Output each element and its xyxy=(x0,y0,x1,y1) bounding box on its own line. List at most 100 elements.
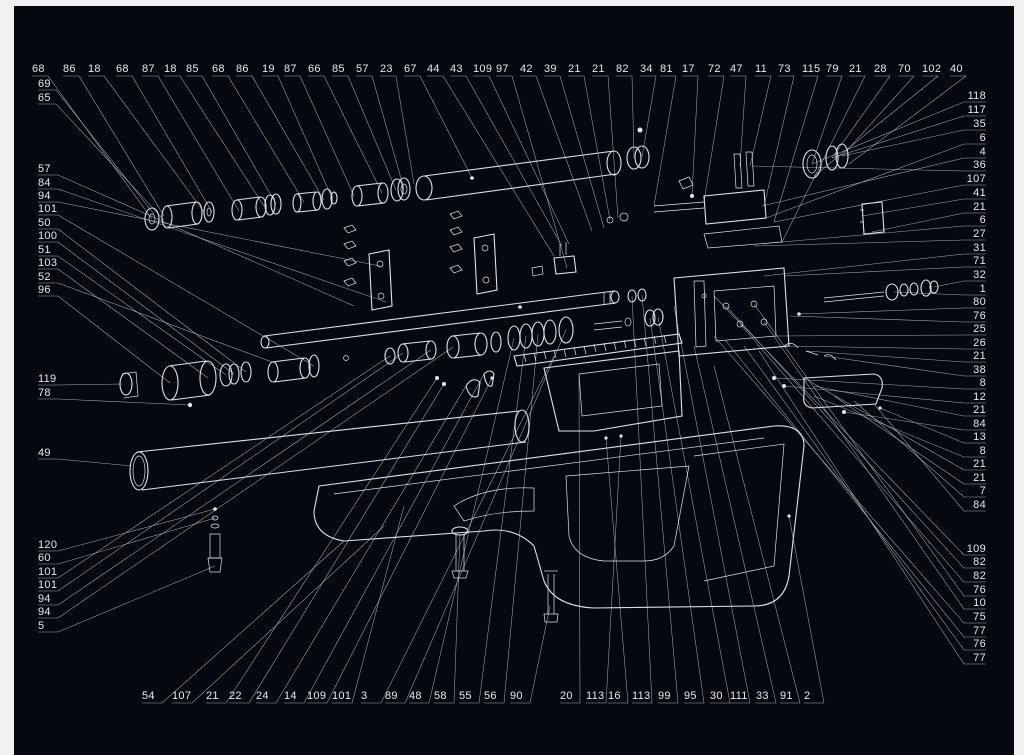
callout-label: 95 xyxy=(684,690,697,702)
callout-label: 33 xyxy=(756,690,769,702)
callout-label: 1 xyxy=(980,283,986,295)
callout-label: 8 xyxy=(980,377,986,389)
callout-label: 113 xyxy=(586,690,604,702)
callout-label: 21 xyxy=(568,63,581,75)
callout-label: 55 xyxy=(459,690,472,702)
callout-label: 42 xyxy=(520,63,533,75)
leader-line xyxy=(811,101,986,165)
callout-label: 67 xyxy=(404,63,417,75)
leader-line xyxy=(356,75,405,190)
leader-line xyxy=(693,345,777,704)
action-receiver xyxy=(673,267,790,357)
callout-column-right-upper: 1181173564361074121627317132180762526213… xyxy=(967,90,986,511)
callout-label: 102 xyxy=(922,63,941,75)
leader-line xyxy=(284,75,355,197)
callout-label: 76 xyxy=(973,584,986,596)
leader-line xyxy=(229,383,445,704)
leader-line xyxy=(758,350,986,665)
leader-line xyxy=(38,188,387,303)
leader-line xyxy=(803,377,986,471)
callout-label: 89 xyxy=(385,690,398,702)
leader-line xyxy=(848,75,967,165)
leader-line xyxy=(308,75,383,194)
callout-label: 82 xyxy=(616,63,629,75)
regulator-assembly xyxy=(384,288,664,365)
leader-line xyxy=(775,334,986,337)
leader-line xyxy=(805,350,986,363)
callout-label: 44 xyxy=(427,63,440,75)
leader-line xyxy=(631,295,653,704)
leader-line xyxy=(713,365,801,704)
callout-label: 68 xyxy=(116,63,129,75)
callout-label: 81 xyxy=(660,63,673,75)
callout-label: 82 xyxy=(973,556,986,568)
callout-label: 100 xyxy=(38,230,57,242)
callout-label: 76 xyxy=(973,310,986,322)
callout-label: 21 xyxy=(973,201,986,213)
callout-label: 54 xyxy=(142,690,155,702)
callout-label: 3 xyxy=(361,690,367,702)
callout-label: 58 xyxy=(434,690,447,702)
callout-label: 49 xyxy=(38,447,51,459)
leader-line xyxy=(496,75,568,269)
leader-line xyxy=(657,316,731,704)
leader-line xyxy=(172,525,385,704)
callout-label: 118 xyxy=(968,90,986,102)
callout-label: 57 xyxy=(38,163,51,175)
dot-78 xyxy=(187,402,193,408)
leader-line xyxy=(783,266,986,277)
leader-line xyxy=(673,305,751,704)
leader-line xyxy=(743,345,986,651)
leader-line xyxy=(38,103,165,221)
callout-label: 90 xyxy=(510,690,523,702)
leader-line xyxy=(32,75,153,220)
leader-line xyxy=(933,280,986,288)
leader-line xyxy=(841,75,915,157)
callout-label: 50 xyxy=(38,217,51,229)
fill-valve xyxy=(207,507,223,573)
leader-line xyxy=(38,517,216,565)
callout-label: 94 xyxy=(38,606,51,618)
leader-line xyxy=(568,75,611,221)
leader-line xyxy=(725,305,986,569)
callout-label: 8 xyxy=(980,445,986,457)
callout-label: 18 xyxy=(164,63,177,75)
leader-line xyxy=(560,375,581,704)
dot-113 xyxy=(619,434,623,438)
callout-label: 21 xyxy=(592,63,605,75)
callout-label: 47 xyxy=(730,63,743,75)
callout-label: 68 xyxy=(32,63,45,75)
callout-label: 97 xyxy=(496,63,509,75)
callout-label: 109 xyxy=(967,543,986,555)
leader-line xyxy=(783,385,986,404)
callout-label: 84 xyxy=(973,499,986,511)
dot-2 xyxy=(787,514,791,518)
leader-line xyxy=(164,75,265,207)
dot-67 xyxy=(470,176,474,180)
leader-line xyxy=(142,75,240,212)
leader-line xyxy=(586,435,622,704)
leader-line xyxy=(773,184,986,223)
leader-line xyxy=(212,75,305,203)
callout-label: 91 xyxy=(780,690,793,702)
callout-label: 2 xyxy=(804,690,810,702)
callout-label: 14 xyxy=(284,690,297,702)
dot-57 xyxy=(518,305,522,309)
leader-line xyxy=(853,400,986,498)
leader-line xyxy=(459,335,527,704)
leader-line xyxy=(520,75,593,232)
adjuster-wheel xyxy=(802,143,849,179)
leader-lines xyxy=(32,75,986,704)
callout-label: 79 xyxy=(826,63,839,75)
leader-line xyxy=(38,214,315,367)
scope-mount-right xyxy=(449,210,498,295)
callout-left-49: 49 xyxy=(38,447,51,459)
callout-label: 21 xyxy=(849,63,862,75)
leader-line xyxy=(38,383,123,386)
callout-label: 36 xyxy=(973,159,986,171)
callout-label: 119 xyxy=(38,373,56,385)
